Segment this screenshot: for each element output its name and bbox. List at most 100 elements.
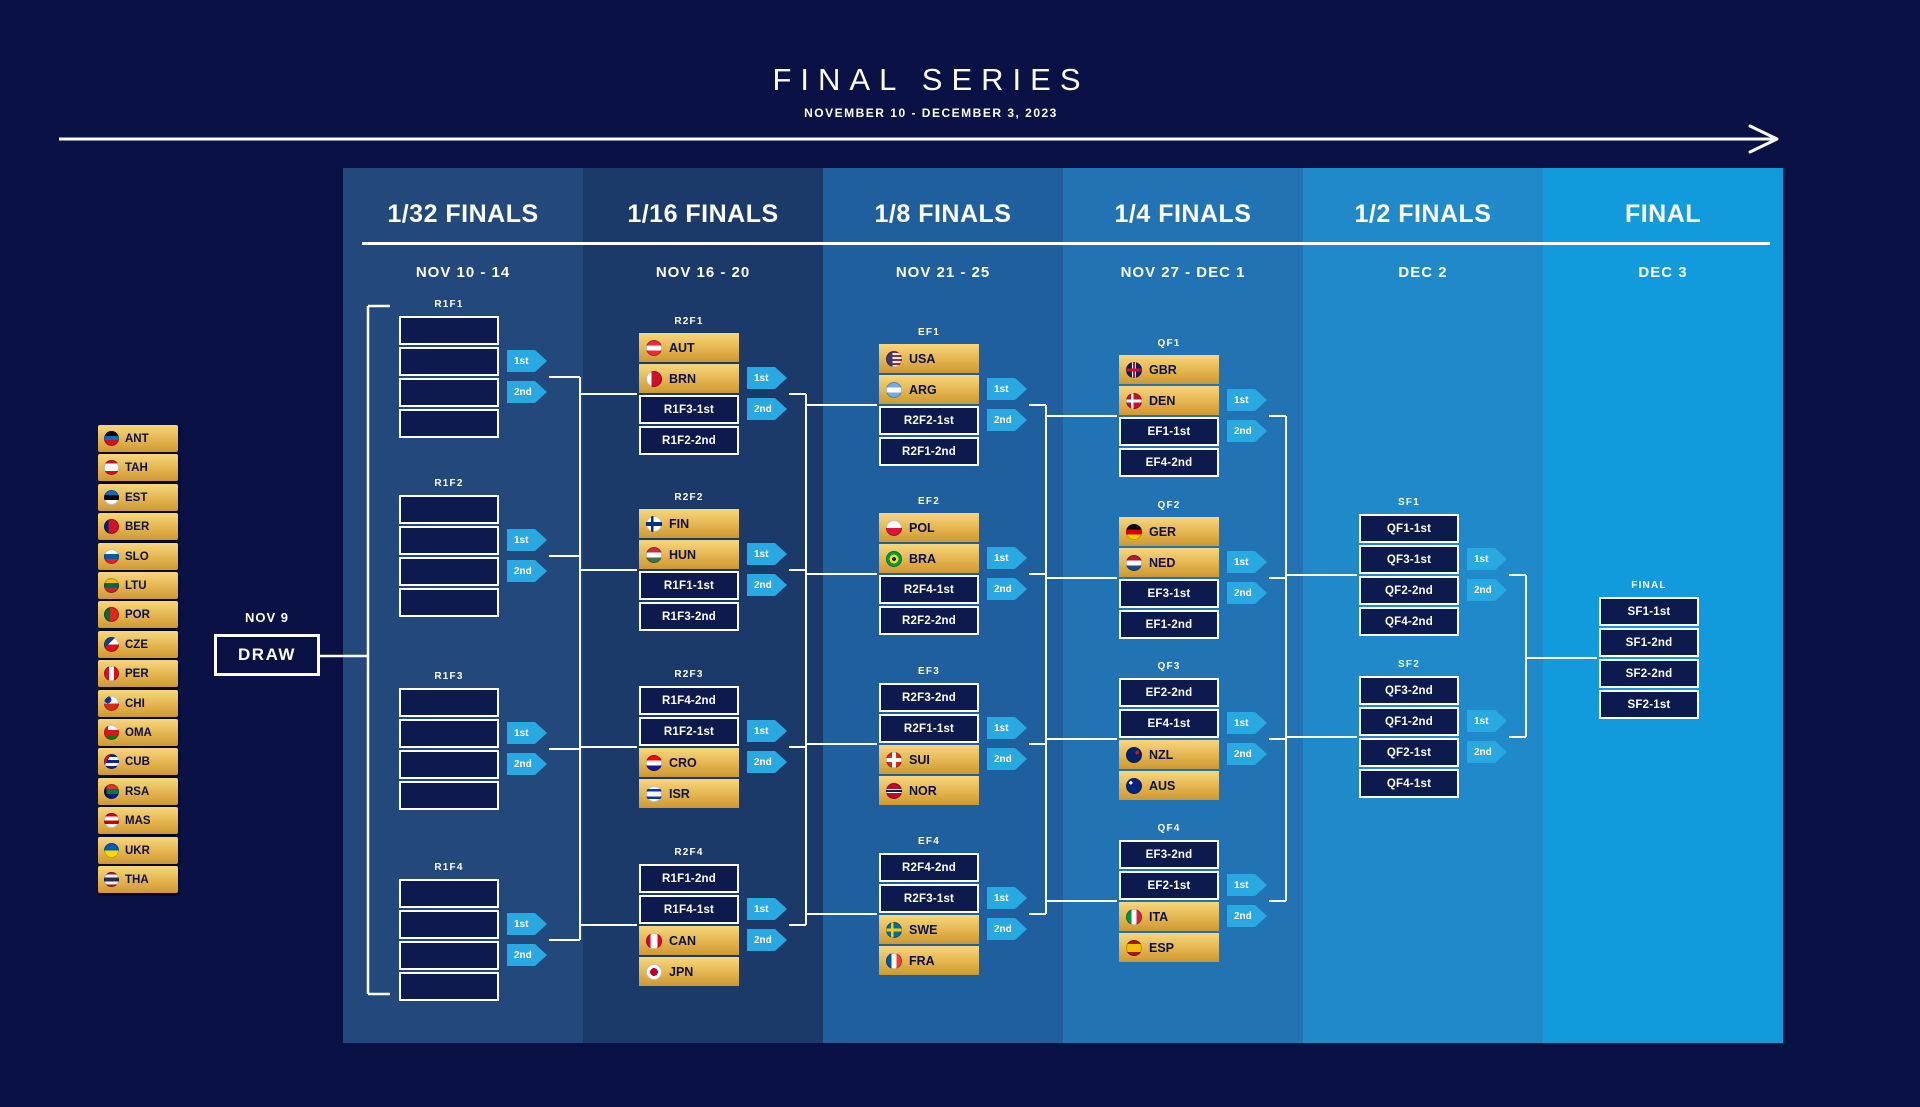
empty-slot: [399, 688, 499, 717]
team-code: ESP: [1149, 940, 1175, 955]
team-code: POL: [909, 520, 935, 535]
ref-row: QF3-1st: [1359, 545, 1459, 574]
fin-flag-icon: [646, 515, 662, 532]
header-underline: [362, 242, 1770, 245]
team-row-sui: SUI: [879, 745, 979, 774]
column-date: NOV 10 - 14: [415, 264, 511, 281]
entry-team-ant: ANT: [98, 425, 178, 452]
ref-row: QF3-2nd: [1359, 676, 1459, 705]
group-label: EF1: [918, 327, 940, 338]
ref-row: R1F4-1st: [639, 895, 739, 924]
group-label: QF2: [1157, 500, 1181, 511]
team-row-aut: AUT: [639, 333, 739, 362]
aut-flag-icon: [646, 339, 662, 356]
empty-slot: [399, 588, 499, 617]
match-box: [399, 879, 499, 1001]
column-date: DEC 2: [1398, 264, 1448, 281]
column-title: FINAL: [1624, 200, 1702, 228]
group-label: R1F2: [434, 478, 464, 489]
ref-row: R2F1-1st: [879, 714, 979, 743]
slo-flag-icon: [104, 549, 119, 564]
est-flag-icon: [104, 490, 119, 505]
team-code: ISR: [669, 786, 690, 801]
group-label: R2F1: [674, 316, 704, 327]
empty-slot: [399, 347, 499, 376]
entry-team-code: SLO: [125, 550, 149, 563]
team-row-esp: ESP: [1119, 933, 1219, 962]
entry-team-est: EST: [98, 484, 178, 511]
arg-flag-icon: [886, 381, 902, 398]
ref-row: R2F2-1st: [879, 406, 979, 435]
ref-row: EF3-2nd: [1119, 840, 1219, 869]
column-date: DEC 3: [1638, 264, 1688, 281]
brn-flag-icon: [646, 370, 662, 387]
group-r1f2: R1F2 1st 2nd: [399, 475, 549, 619]
first-place-badge: 1st: [987, 547, 1027, 569]
entry-team-tah: TAH: [98, 454, 178, 481]
entry-team-rsa: RSA: [98, 778, 178, 805]
empty-slot: [399, 910, 499, 939]
group-ef1: EF1 USA ARG R2F2-1st R2F1-2nd 1st 2nd: [879, 324, 1029, 468]
jpn-flag-icon: [646, 963, 662, 980]
first-place-badge: 1st: [747, 898, 787, 920]
second-place-badge: 2nd: [987, 748, 1027, 770]
first-place-badge: 1st: [1467, 710, 1507, 732]
entry-team-cub: CUB: [98, 748, 178, 775]
team-row-jpn: JPN: [639, 957, 739, 986]
mas-flag-icon: [104, 813, 119, 828]
por-flag-icon: [104, 607, 119, 622]
tha-flag-icon: [104, 872, 119, 887]
match-box: GER NED EF3-1st EF1-2nd: [1119, 517, 1219, 639]
team-row-bra: BRA: [879, 544, 979, 573]
group-label: SF2: [1398, 659, 1420, 670]
ref-row: R2F3-2nd: [879, 683, 979, 712]
team-code: NED: [1149, 555, 1176, 570]
group-label: QF1: [1157, 338, 1181, 349]
match-box: SF1-1st SF1-2nd SF2-2nd SF2-1st: [1599, 597, 1699, 719]
team-row-fra: FRA: [879, 946, 979, 975]
oma-flag-icon: [104, 725, 119, 740]
cro-flag-icon: [646, 754, 662, 771]
ref-row: R2F4-1st: [879, 575, 979, 604]
team-code: NOR: [909, 783, 937, 798]
second-place-badge: 2nd: [1227, 743, 1267, 765]
team-row-isr: ISR: [639, 779, 739, 808]
first-place-badge: 1st: [507, 529, 547, 551]
group-sf1: SF1 QF1-1st QF3-1st QF2-2nd QF4-2nd 1st …: [1359, 494, 1509, 638]
ref-row: R2F1-2nd: [879, 437, 979, 466]
ref-row: QF4-2nd: [1359, 607, 1459, 636]
group-label: R1F1: [434, 299, 464, 310]
group-qf3: QF3 EF2-2nd EF4-1st NZL AUS 1st 2nd: [1119, 658, 1269, 802]
nzl-flag-icon: [1126, 746, 1142, 763]
first-place-badge: 1st: [1227, 389, 1267, 411]
entry-team-code: BER: [125, 520, 150, 533]
group-r1f4: R1F4 1st 2nd: [399, 859, 549, 1003]
second-place-badge: 2nd: [747, 398, 787, 420]
ref-row: R1F3-1st: [639, 395, 739, 424]
group-r1f1: R1F1 1st 2nd: [399, 296, 549, 440]
group-label: FINAL: [1631, 580, 1667, 591]
team-code: ARG: [909, 382, 937, 397]
match-box: AUT BRN R1F3-1st R1F2-2nd: [639, 333, 739, 455]
team-row-can: CAN: [639, 926, 739, 955]
first-place-badge: 1st: [1227, 712, 1267, 734]
swe-flag-icon: [886, 921, 902, 938]
sui-flag-icon: [886, 751, 902, 768]
ref-row: QF1-2nd: [1359, 707, 1459, 736]
entry-team-oma: OMA: [98, 719, 178, 746]
column-title: 1/4 FINALS: [1114, 200, 1252, 228]
entry-team-code: POR: [125, 608, 150, 621]
ned-flag-icon: [1126, 554, 1142, 571]
team-code: ITA: [1149, 909, 1169, 924]
match-box: FIN HUN R1F1-1st R1F3-2nd: [639, 509, 739, 631]
entry-team-ukr: UKR: [98, 837, 178, 864]
team-row-ger: GER: [1119, 517, 1219, 546]
chi-flag-icon: [104, 696, 119, 711]
group-qf1: QF1 GBR DEN EF1-1st EF4-2nd 1st 2nd: [1119, 335, 1269, 479]
group-ef4: EF4 R2F4-2nd R2F3-1st SWE FRA 1st 2nd: [879, 833, 1029, 977]
pol-flag-icon: [886, 519, 902, 536]
ref-row: R2F3-1st: [879, 884, 979, 913]
group-label: R2F4: [674, 847, 704, 858]
entry-team-code: PER: [125, 667, 149, 680]
ita-flag-icon: [1126, 908, 1142, 925]
